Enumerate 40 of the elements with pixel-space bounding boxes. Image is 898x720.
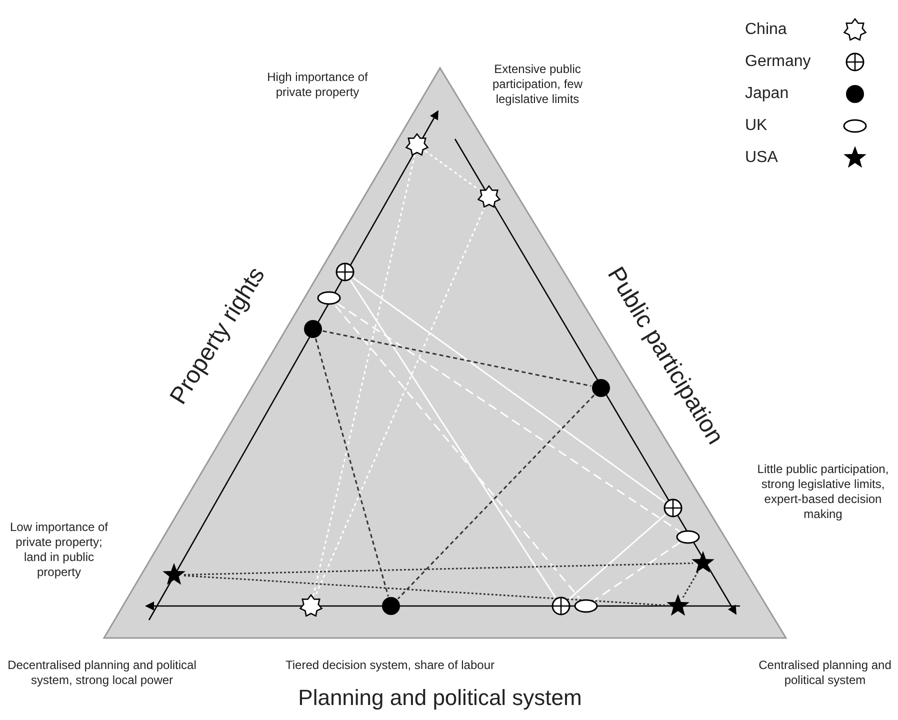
starburst-marker xyxy=(405,133,429,157)
legend-label: China xyxy=(745,20,787,40)
connector-line xyxy=(322,330,592,387)
legend-label: UK xyxy=(745,116,768,136)
corner-note: Decentralised planning and political system, strong local power xyxy=(6,658,198,688)
corner-note: Low importance of private property; land in public property xyxy=(8,520,110,580)
star-marker xyxy=(691,551,715,575)
connector-line xyxy=(682,571,699,598)
axis-title: Planning and political system xyxy=(297,684,583,712)
corner-note: High importance of private property xyxy=(266,70,369,100)
dot-marker xyxy=(379,594,403,618)
star-marker xyxy=(162,563,186,587)
connector-line xyxy=(336,302,680,532)
connector-line xyxy=(312,154,416,596)
connector-line xyxy=(314,206,486,598)
legend-label: Germany xyxy=(745,52,811,72)
connector-line xyxy=(594,542,680,602)
corner-note: Centralised planning and political system xyxy=(758,658,892,688)
crosshair-marker xyxy=(549,594,573,618)
connector-line xyxy=(314,338,390,597)
starburst-marker xyxy=(477,185,501,209)
connector-line xyxy=(424,150,482,192)
corner-note: Little public participation, strong legislative limits, expert-based decision making xyxy=(756,462,890,522)
connector-line xyxy=(350,280,556,598)
connector-line xyxy=(184,574,668,606)
corner-note: Extensive public participation, few legislative limits xyxy=(491,62,584,107)
connector-line xyxy=(568,514,666,600)
legend-label: Japan xyxy=(745,84,789,104)
connector-line xyxy=(184,562,694,576)
dot-marker xyxy=(301,317,325,341)
connector-line xyxy=(397,394,595,600)
crosshair-marker xyxy=(333,260,357,284)
legend-label: USA xyxy=(745,148,778,168)
starburst-marker xyxy=(299,594,323,618)
connector-line xyxy=(352,277,666,503)
connector-line xyxy=(334,305,580,599)
star-marker xyxy=(666,594,690,618)
dot-marker xyxy=(589,376,613,400)
crosshair-marker xyxy=(661,496,685,520)
axis-note: Tiered decision system, share of labour xyxy=(284,658,496,673)
